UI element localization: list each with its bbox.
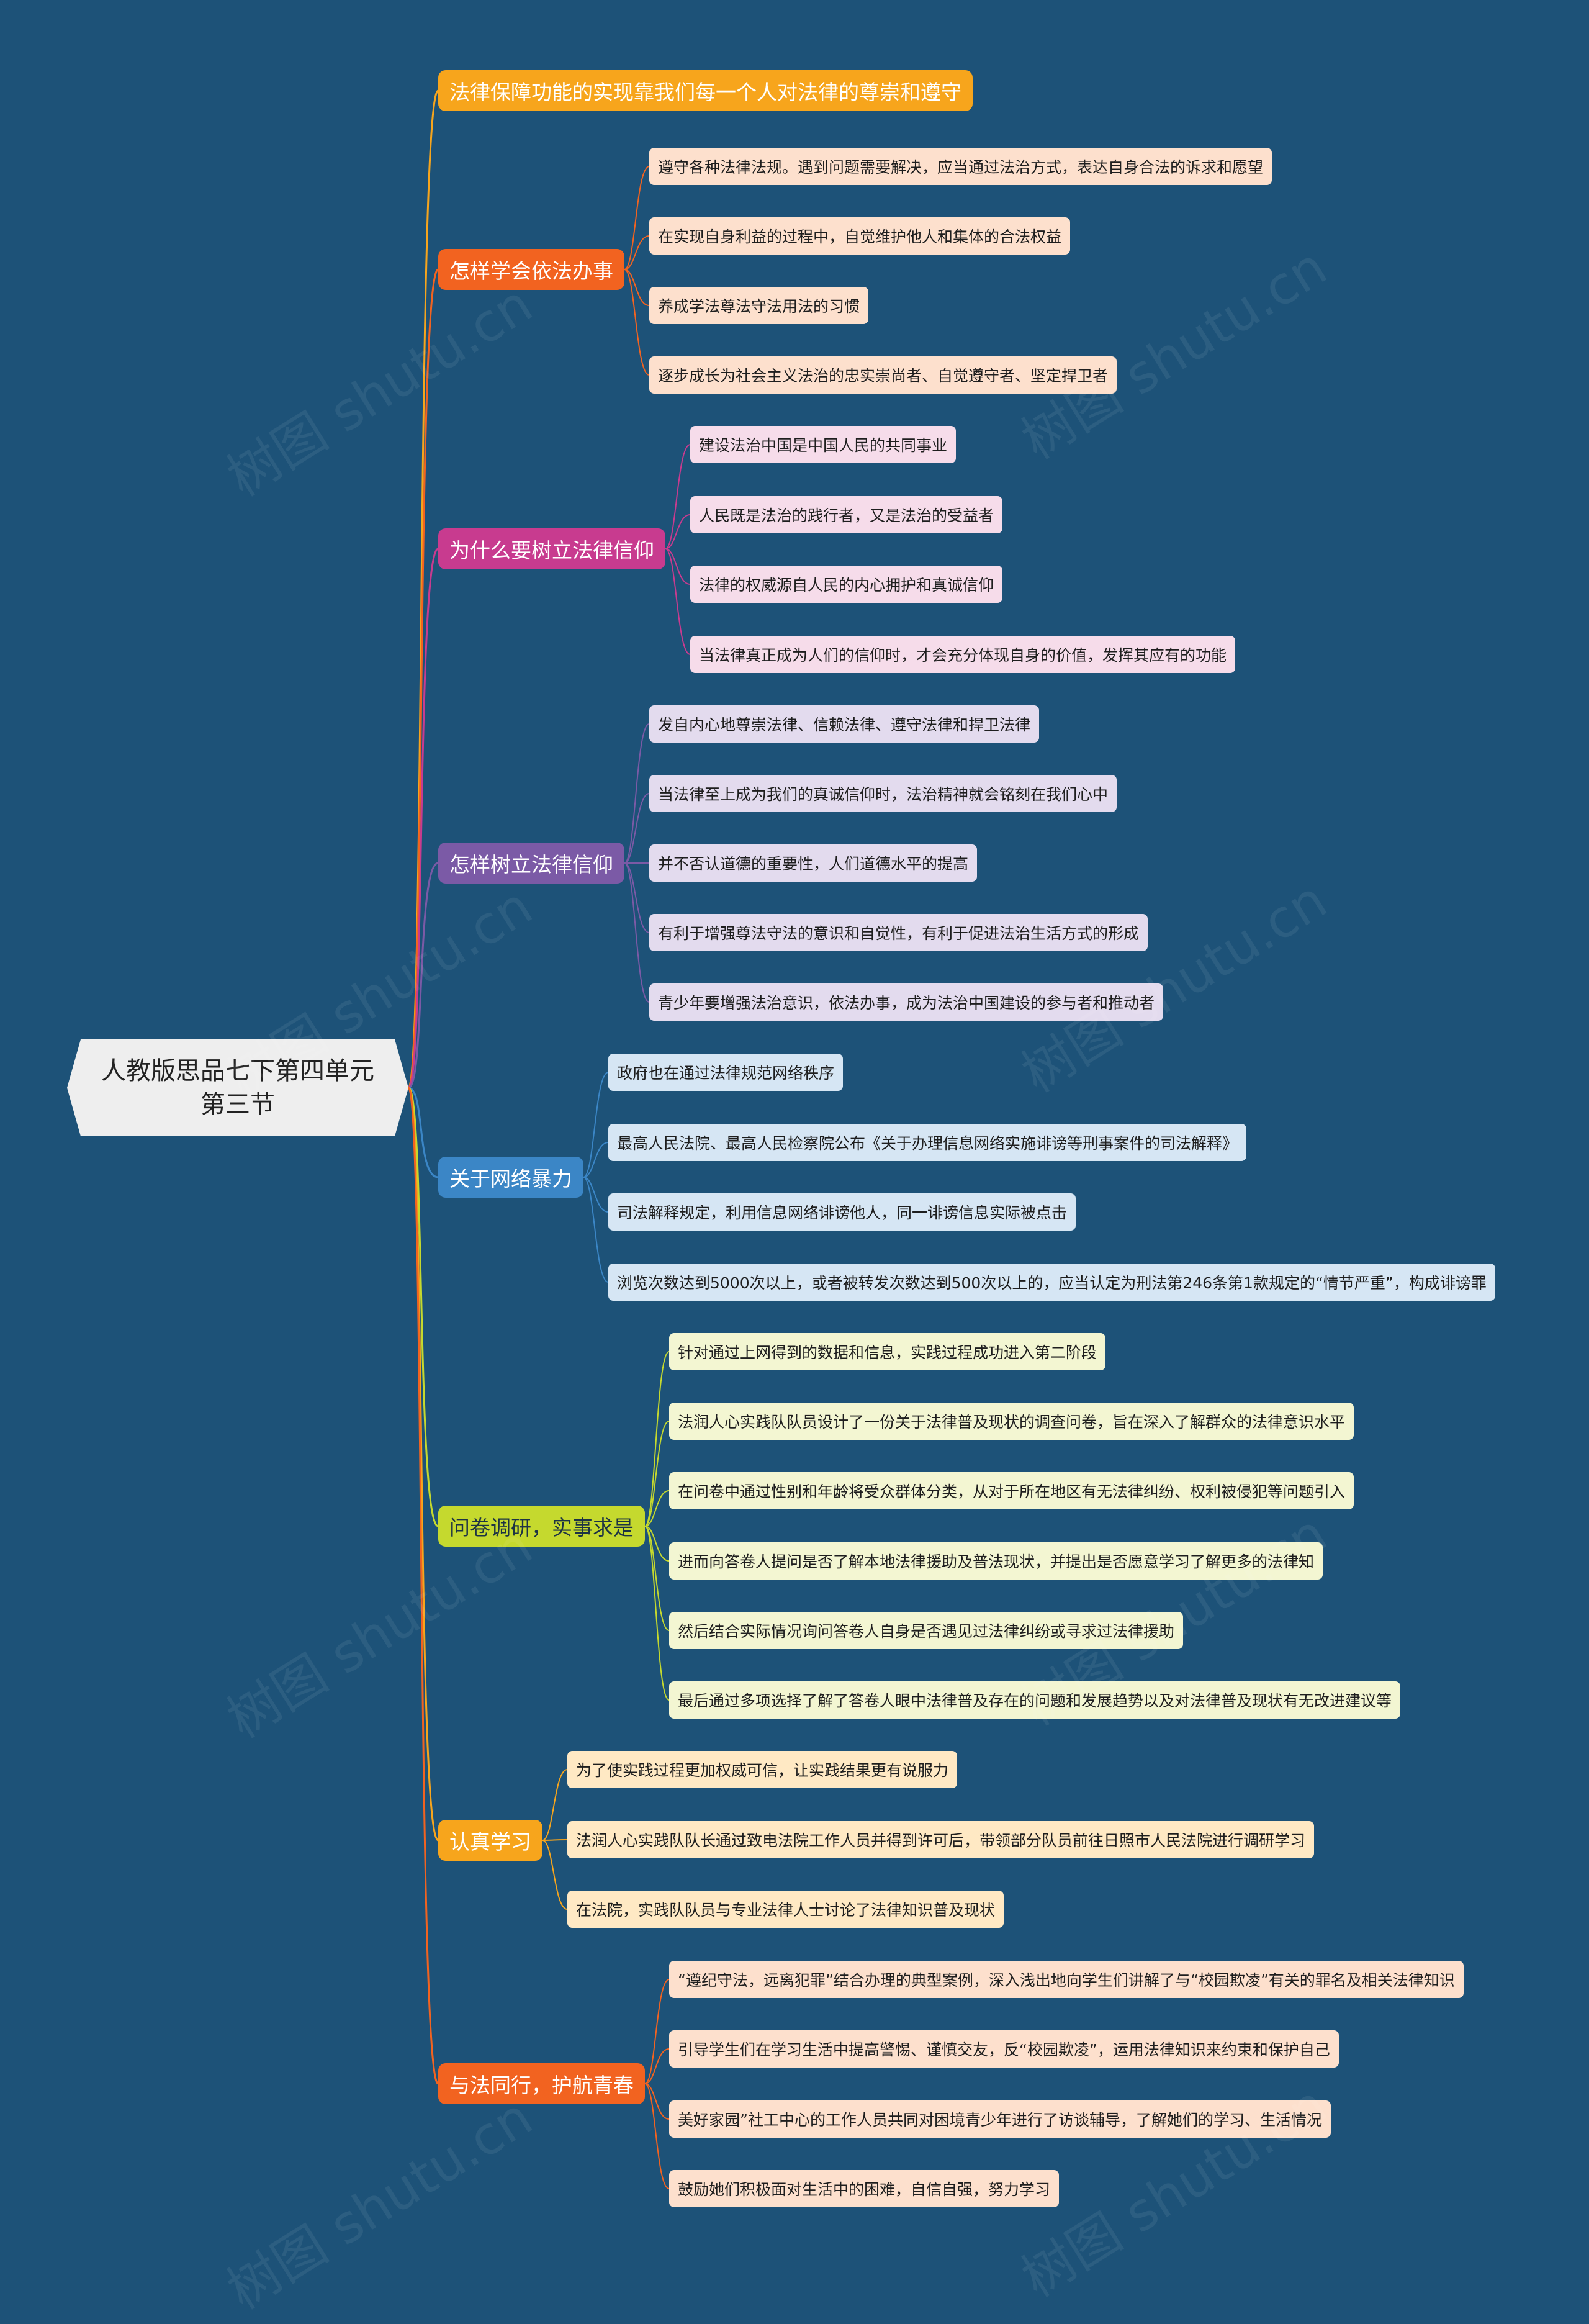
branch-node-4[interactable]: 怎样树立法律信仰 — [438, 843, 624, 884]
leaf-node[interactable]: 养成学法尊法守法用法的习惯 — [649, 287, 869, 324]
leaf-node[interactable]: 法润人心实践队队员设计了一份关于法律普及现状的调查问卷，旨在深入了解群众的法律意… — [669, 1403, 1354, 1440]
leaf-node[interactable]: 当法律至上成为我们的真诚信仰时，法治精神就会铭刻在我们心中 — [649, 775, 1117, 812]
leaf-node[interactable]: 引导学生们在学习生活中提高警惕、谨慎交友，反“校园欺凌”，运用法律知识来约束和保… — [669, 2030, 1339, 2068]
leaf-node[interactable]: 并不否认道德的重要性，人们道德水平的提高 — [649, 844, 978, 882]
connector-lines — [407, 89, 691, 2189]
leaf-node[interactable]: 鼓励她们积极面对生活中的困难，自信自强，努力学习 — [669, 2170, 1060, 2207]
branch-node-5[interactable]: 关于网络暴力 — [438, 1157, 583, 1198]
leaf-node[interactable]: 法润人心实践队队长通过致电法院工作人员并得到许可后，带领部分队员前往日照市人民法… — [567, 1821, 1315, 1858]
leaf-node[interactable]: 最高人民法院、最高人民检察院公布《关于办理信息网络实施诽谤等刑事案件的司法解释》 — [608, 1124, 1247, 1161]
leaf-node[interactable]: 然后结合实际情况询问答卷人自身是否遇见过法律纠纷或寻求过法律援助 — [669, 1612, 1184, 1649]
leaf-node[interactable]: “遵纪守法，远离犯罪”结合办理的典型案例，深入浅出地向学生们讲解了与“校园欺凌”… — [669, 1961, 1464, 1998]
leaf-node[interactable]: 最后通过多项选择了解了答卷人眼中法律普及存在的问题和发展趋势以及对法律普及现状有… — [669, 1681, 1401, 1719]
root-title-line1: 人教版思品七下第四单元 — [101, 1057, 374, 1085]
leaf-node[interactable]: 在法院，实践队队员与专业法律人士讨论了法律知识普及现状 — [567, 1891, 1004, 1928]
leaf-node[interactable]: 浏览次数达到5000次以上，或者被转发次数达到500次以上的，应当认定为刑法第2… — [608, 1264, 1495, 1301]
leaf-node[interactable]: 青少年要增强法治意识，依法办事，成为法治中国建设的参与者和推动者 — [649, 983, 1164, 1021]
leaf-node[interactable]: 建设法治中国是中国人民的共同事业 — [690, 426, 957, 463]
leaf-node[interactable]: 发自内心地尊崇法律、信赖法律、遵守法律和捍卫法律 — [649, 705, 1040, 743]
branch-node-8[interactable]: 与法同行，护航青春 — [438, 2063, 645, 2104]
leaf-node[interactable]: 人民既是法治的践行者，又是法治的受益者 — [690, 496, 1003, 533]
leaf-node[interactable]: 针对通过上网得到的数据和信息，实践过程成功进入第二阶段 — [669, 1333, 1106, 1370]
branch-node-6[interactable]: 问卷调研，实事求是 — [438, 1506, 645, 1547]
leaf-node[interactable]: 法律的权威源自人民的内心拥护和真诚信仰 — [690, 566, 1003, 603]
root-title-line2: 第三节 — [200, 1090, 275, 1119]
leaf-node[interactable]: 遵守各种法律法规。遇到问题需要解决，应当通过法治方式，表达自身合法的诉求和愿望 — [649, 148, 1272, 185]
leaf-node[interactable]: 进而向答卷人提问是否了解本地法律援助及普法现状，并提出是否愿意学习了解更多的法律… — [669, 1542, 1323, 1580]
leaf-node[interactable]: 在问卷中通过性别和年龄将受众群体分类，从对于所在地区有无法律纠纷、权利被侵犯等问… — [669, 1472, 1354, 1509]
root-node[interactable]: 人教版思品七下第四单元 第三节 — [67, 1039, 408, 1136]
leaf-node[interactable]: 有利于增强尊法守法的意识和自觉性，有利于促进法治生活方式的形成 — [649, 914, 1148, 951]
leaf-node[interactable]: 为了使实践过程更加权威可信，让实践结果更有说服力 — [567, 1751, 958, 1788]
branch-node-1[interactable]: 法律保障功能的实现靠我们每一个人对法律的尊崇和遵守 — [438, 70, 973, 111]
branch-node-7[interactable]: 认真学习 — [438, 1820, 542, 1861]
mindmap-canvas: 人教版思品七下第四单元 第三节 法律保障功能的实现靠我们每一个人对法律的尊崇和遵… — [67, 70, 1495, 2321]
leaf-node[interactable]: 司法解释规定，利用信息网络诽谤他人，同一诽谤信息实际被点击 — [608, 1193, 1076, 1231]
branch-node-2[interactable]: 怎样学会依法办事 — [438, 249, 624, 290]
leaf-node[interactable]: 当法律真正成为人们的信仰时，才会充分体现自身的价值，发挥其应有的功能 — [690, 636, 1236, 673]
leaf-node[interactable]: 逐步成长为社会主义法治的忠实崇尚者、自觉遵守者、坚定捍卫者 — [649, 356, 1117, 394]
leaf-node[interactable]: 美好家园”社工中心的工作人员共同对困境青少年进行了访谈辅导，了解她们的学习、生活… — [669, 2100, 1331, 2138]
branch-node-3[interactable]: 为什么要树立法律信仰 — [438, 528, 665, 569]
leaf-node[interactable]: 在实现自身利益的过程中，自觉维护他人和集体的合法权益 — [649, 217, 1071, 255]
leaf-node[interactable]: 政府也在通过法律规范网络秩序 — [608, 1054, 844, 1091]
